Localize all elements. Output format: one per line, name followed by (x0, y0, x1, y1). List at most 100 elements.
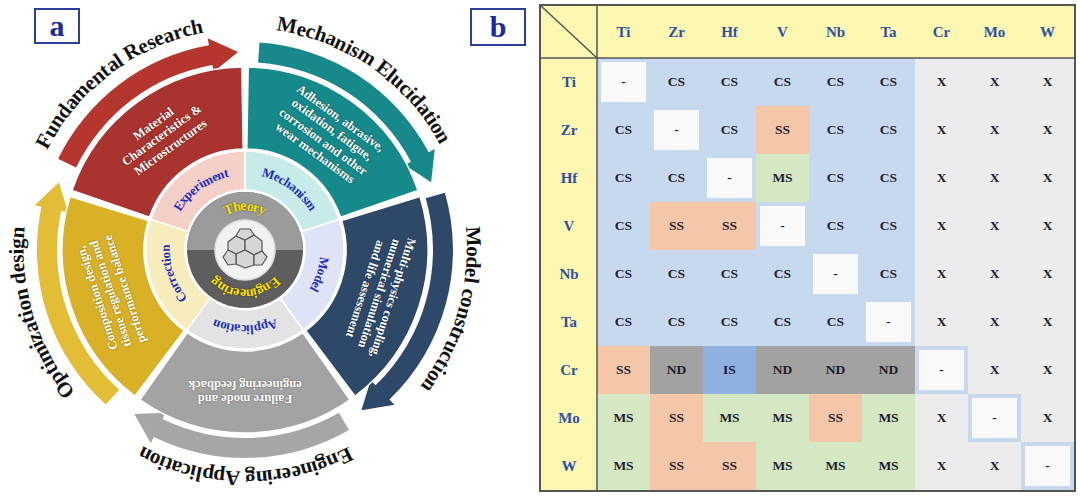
column-header: Hf (703, 6, 756, 58)
table-cell: CS (703, 58, 756, 106)
cell-fill (1021, 394, 1074, 442)
stage-title: Optimization design (5, 221, 76, 401)
table-cell: SS (650, 394, 703, 442)
column-header: Ti (597, 6, 650, 58)
table-cell: CS (756, 298, 809, 346)
cell-fill (1021, 298, 1074, 346)
row-header: Hf (541, 154, 597, 202)
stage-title: Engineering Application (133, 443, 356, 489)
cell-fill (862, 202, 915, 250)
cell-fill (756, 298, 809, 346)
cell-fill (650, 442, 703, 490)
table-cell: CS (809, 106, 862, 154)
center-text: Engineering (207, 274, 282, 301)
cell-fill (703, 298, 756, 346)
cell-fill (809, 250, 862, 298)
cell-fill (756, 394, 809, 442)
cell-fill (862, 442, 915, 490)
stage-wedges (62, 67, 428, 433)
cell-fill (862, 250, 915, 298)
cell-fill (862, 394, 915, 442)
stage-title: Model construction (417, 225, 485, 397)
cell-fill (703, 106, 756, 154)
cell-fill (915, 154, 968, 202)
center-text: Theory (221, 198, 271, 217)
table-cell: MS (756, 442, 809, 490)
cell-fill (809, 106, 862, 154)
table-cell: X (1021, 202, 1074, 250)
table-cell: ND (809, 346, 862, 394)
cell-fill (915, 202, 968, 250)
cell-fill (703, 58, 756, 106)
glyph: n (245, 286, 254, 302)
glyph: n (6, 226, 30, 239)
cell-fill (809, 154, 862, 202)
table-cell: CS (703, 250, 756, 298)
cell-fill (1021, 250, 1074, 298)
table-cell: CS (597, 298, 650, 346)
cell-fill (862, 346, 915, 394)
glyph: n (255, 465, 268, 489)
table-cell: X (968, 202, 1021, 250)
column-header: W (1021, 6, 1074, 58)
row-header: Cr (541, 346, 597, 394)
table-cell: CS (862, 58, 915, 106)
glyph: o (159, 251, 174, 258)
table-cell: CS (650, 154, 703, 202)
table-cell: IS (703, 346, 756, 394)
table-cell: X (915, 250, 968, 298)
glyph: e (239, 286, 246, 302)
table-cell: MS (809, 442, 862, 490)
cycle-arrows (35, 38, 453, 458)
table-cell: - (756, 202, 809, 250)
panel-letter: b (470, 8, 526, 46)
cell-fill (809, 346, 862, 394)
table-border (540, 5, 1075, 491)
cell-fill (650, 250, 703, 298)
table-cell: MS (703, 394, 756, 442)
cell-fill (968, 58, 1021, 106)
cell-fill (650, 154, 703, 202)
row-header: W (541, 442, 597, 490)
cell-fill (915, 58, 968, 106)
cell-fill (968, 154, 1021, 202)
cell-fill (1021, 154, 1074, 202)
cell-fill (597, 394, 650, 442)
table-cell: X (915, 298, 968, 346)
header-column-rule (596, 5, 598, 491)
table-cell: CS (862, 154, 915, 202)
cell-fill (915, 442, 968, 490)
cell-fill (968, 298, 1021, 346)
cell-fill (597, 346, 650, 394)
inner-ring (146, 151, 344, 349)
column-header: Nb (809, 6, 862, 58)
table-cell-fills (540, 5, 1075, 491)
glyph: n (159, 244, 173, 252)
glyph: o (461, 246, 484, 257)
table-cell: CS (597, 154, 650, 202)
row-header: Ti (541, 58, 597, 106)
glyph: i (5, 249, 28, 255)
table-cell: X (1021, 346, 1074, 394)
table-cell: SS (703, 202, 756, 250)
table-cell: X (968, 154, 1021, 202)
cell-fill (650, 202, 703, 250)
cell-fill (597, 58, 650, 106)
cell-fill (540, 5, 1075, 58)
table-cell: SS (650, 442, 703, 490)
corner-diagonal (540, 5, 597, 58)
table-cell: ND (756, 346, 809, 394)
table-cell: - (597, 58, 650, 106)
table-cell: CS (809, 58, 862, 106)
cell-fill (809, 58, 862, 106)
table-cell: CS (809, 154, 862, 202)
cell-fill (756, 250, 809, 298)
cell-fill (968, 442, 1021, 490)
cell-fill (1021, 442, 1074, 490)
cell-fill (597, 202, 650, 250)
table-cell: CS (809, 298, 862, 346)
cell-fill (703, 394, 756, 442)
row-header: Nb (541, 250, 597, 298)
table-cell: X (915, 394, 968, 442)
